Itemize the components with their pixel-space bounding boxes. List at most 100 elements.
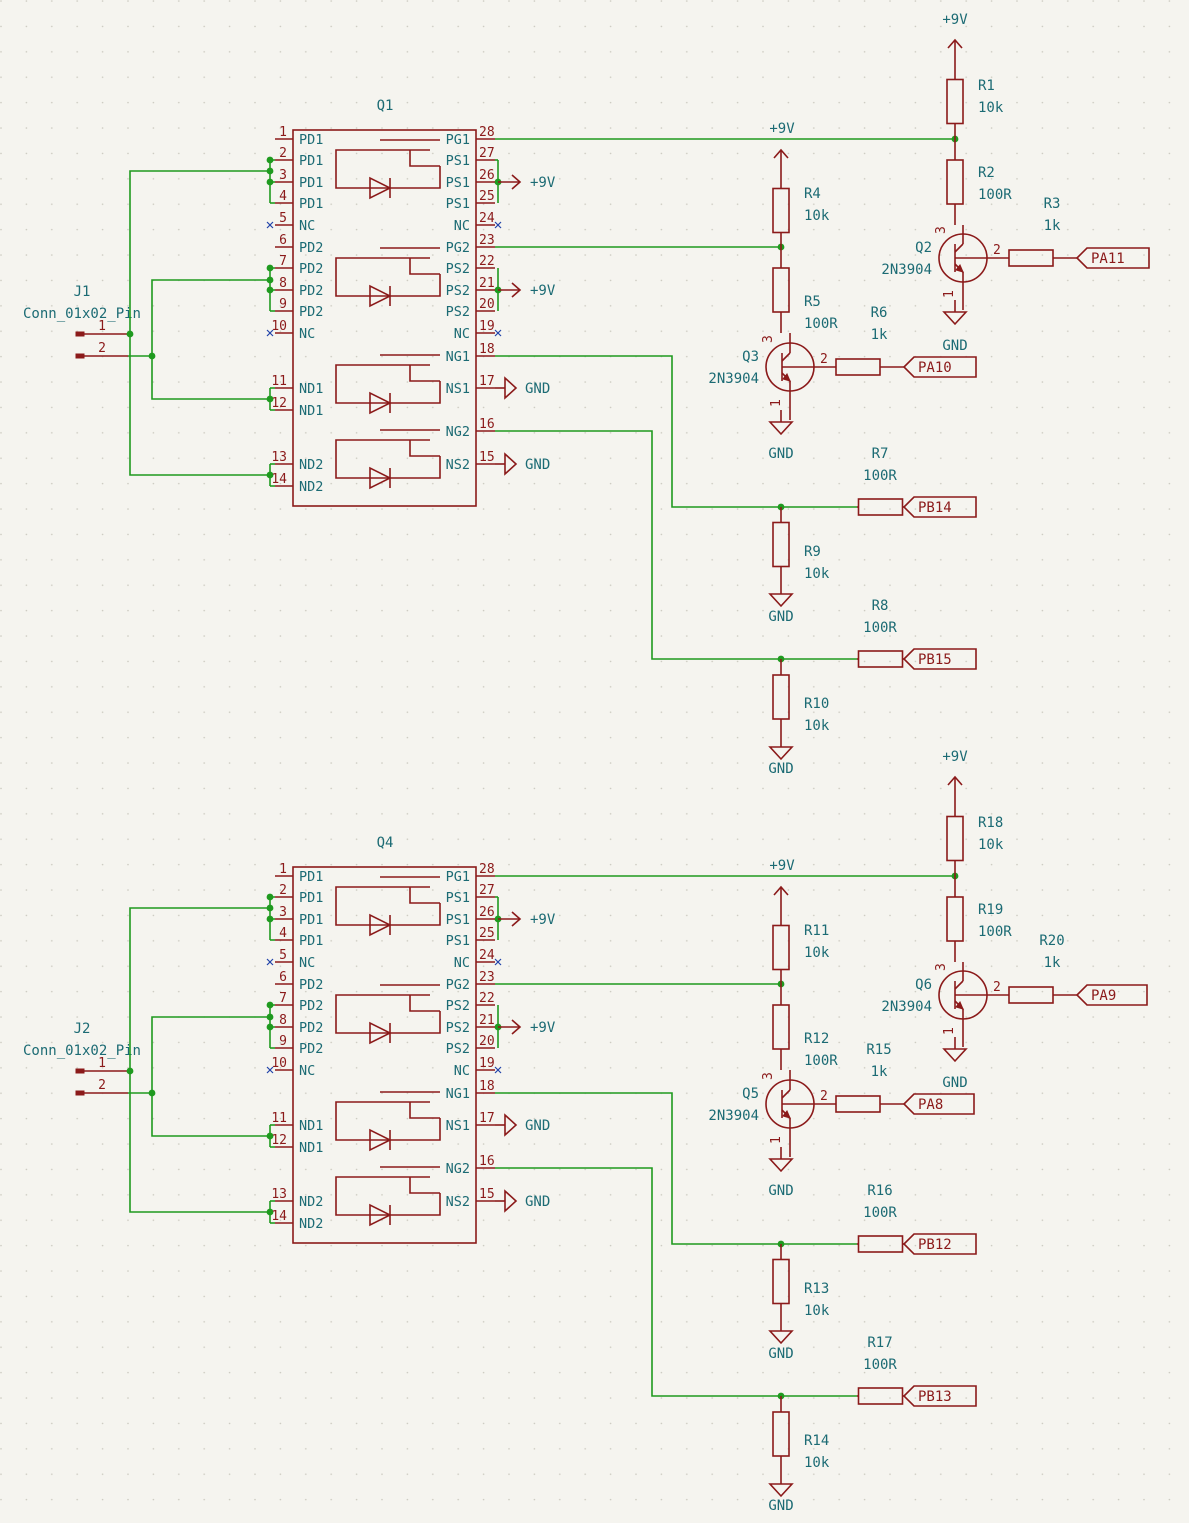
pin-number: 22 [479,254,495,269]
pin-number: 27 [479,883,495,898]
diode-body [369,1203,392,1227]
collector-lead [781,1089,791,1099]
diode-body [369,284,392,308]
pin-number: 2 [279,146,287,161]
resistor-ref: R1 [978,78,995,94]
internal-mosfet [335,1091,441,1152]
nc-marker [494,221,502,229]
pin-name: ND1 [299,1140,323,1156]
connector-pin[interactable] [75,1090,85,1096]
pin-name: NC [299,218,315,234]
resistor-value: 10k [804,1455,830,1471]
diode-loop [335,452,441,479]
pin-name: ND2 [299,1216,323,1232]
gnd-symbol: GND [768,735,794,777]
resistor-ref: R3 [1044,196,1061,212]
resistor-ref: R20 [1039,933,1064,949]
wire [129,334,270,476]
transistor-ref: Q5 [742,1086,759,1102]
junction-dot [126,330,134,338]
vcc-symbol [773,885,789,911]
gnd-symbol: GND [942,1037,968,1091]
wire [151,1093,270,1137]
resistor-value: 100R [863,1205,897,1221]
junction-dot [266,904,274,912]
junction-dot [266,276,274,284]
mosfet-source [409,440,440,457]
diode-body [369,391,392,415]
mosfet-drain [335,439,380,452]
pin-name: NS2 [446,457,470,473]
resistor-ref: R13 [804,1281,829,1297]
net-label-PB14: PB14 [902,496,977,518]
gnd-symbol: GND [495,1113,550,1137]
ic-body[interactable] [292,866,477,1244]
ic-body[interactable] [292,129,477,507]
wire [495,1167,781,1397]
pin-number: 8 [279,1013,287,1028]
junction-dot [266,1132,274,1140]
pin-name: NG2 [446,1161,470,1177]
resistor-ref: R14 [804,1433,829,1449]
pin-name: NC [299,1063,315,1079]
connector-pin[interactable] [75,1068,85,1074]
wire [151,279,270,356]
label-flag[interactable] [902,356,977,378]
pin-number: 7 [279,991,287,1006]
pin-name: PS2 [446,261,470,277]
pin-name: PD1 [299,175,323,191]
pin-number: 21 [479,276,495,291]
pin-name: PS2 [446,283,470,299]
net-label-PA8: PA8 [902,1093,975,1115]
pin-name: PD1 [299,196,323,212]
label-flag[interactable] [902,1385,977,1407]
internal-mosfet [335,984,441,1045]
connector-pin[interactable] [75,331,85,337]
pin-name: ND2 [299,457,323,473]
pin-name: NS1 [446,381,470,397]
resistor-value: 100R [863,1357,897,1373]
power-arrow [511,911,522,927]
net-label-PB15: PB15 [902,648,977,670]
connector-pin[interactable] [75,353,85,359]
pin-number: 26 [479,905,495,920]
label-flag[interactable] [902,496,977,518]
power-arrow [773,885,789,896]
resistor-value: 100R [978,187,1012,203]
pin-number: 3 [761,1072,776,1080]
pin-name: PD2 [299,261,323,277]
resistor-value: 10k [804,208,830,224]
collector-lead [954,243,964,253]
internal-mosfet [335,429,441,490]
label-flag[interactable] [902,1233,977,1255]
wire [495,1092,781,1245]
pin-name: ND2 [299,479,323,495]
power-label: GND [768,1183,793,1199]
mosfet-source [409,887,440,904]
mosfet-drain [335,886,380,899]
mosfet-drain [335,364,380,377]
resistor-value: 100R [863,620,897,636]
label-flag[interactable] [1075,247,1150,269]
label-flag[interactable] [902,648,977,670]
pin-number: 14 [271,1209,287,1224]
power-label: GND [525,1194,550,1210]
label-flag[interactable] [902,1093,975,1115]
pin-name: PS1 [446,175,470,191]
pin-number: 18 [479,1079,495,1094]
wire [151,356,270,400]
gnd-triangle [504,1189,518,1213]
pin-name: NC [299,955,315,971]
pin-number: 1 [942,1027,957,1035]
junction-dot [266,167,274,175]
resistor-ref: R9 [804,544,821,560]
vcc-symbol [773,148,789,174]
mosfet-drain [335,1176,380,1189]
gnd-symbol: GND [768,582,794,625]
pin-number: 5 [279,211,287,226]
gnd-triangle [504,452,518,476]
label-flag[interactable] [1075,984,1148,1006]
vcc-symbol: +9V [498,911,556,928]
pin-name: PS1 [446,196,470,212]
